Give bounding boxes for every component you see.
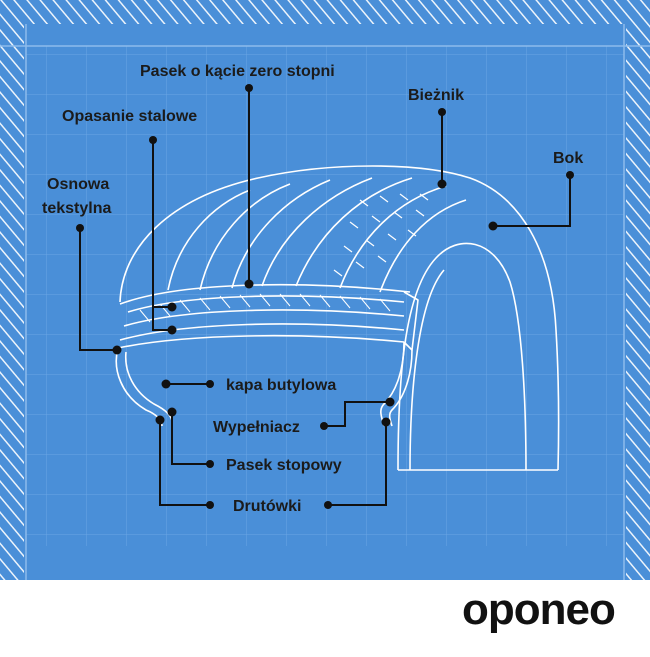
tread-groove-5 [295, 177, 413, 287]
leader-textile-carcass [79, 228, 117, 351]
label-textile-carcass-line1: Osnowa [47, 176, 109, 193]
tread-groove-1 [167, 189, 251, 291]
steel-belt-layer-bottom [123, 309, 405, 327]
oponeo-logo: oponeo [462, 585, 616, 634]
label-textile-carcass-line2: tekstylna [42, 200, 111, 217]
tread-groove-3 [231, 179, 331, 289]
label-butyl-liner: kapa butylowa [226, 377, 336, 394]
tread-groove-4 [261, 177, 373, 287]
leader-bead-strip [171, 412, 210, 465]
top-hatch-border [0, 0, 650, 24]
label-bead-filler: Wypełniacz [213, 419, 300, 436]
tire-drawing [115, 165, 560, 471]
label-bead-wires: Drutówki [233, 498, 301, 515]
label-sidewall: Bok [553, 150, 583, 167]
leader-lines [79, 88, 571, 506]
leader-bead-wires [159, 420, 210, 506]
right-sidewall-section [380, 341, 405, 427]
tread-groove-6 [339, 185, 447, 289]
label-steel-belts: Opasanie stalowe [62, 108, 197, 125]
tire-outer-silhouette [119, 165, 560, 471]
label-bead-strip: Pasek stopowy [226, 457, 342, 474]
right-hatch-border [626, 24, 650, 580]
inner-liner [117, 334, 405, 349]
label-tread: Bieżnik [408, 87, 464, 104]
label-zero-degree-belt: Pasek o kącie zero stopni [140, 63, 335, 80]
leader-steel-belts [152, 140, 172, 331]
leader-sidewall [493, 175, 571, 227]
tread-groove-2 [199, 183, 291, 291]
tire-blueprint-diagram: Pasek o kącie zero stopni Bieżnik Opasan… [0, 0, 650, 580]
leader-dots [76, 84, 574, 509]
leader-bead-filler [324, 401, 390, 427]
left-hatch-border [0, 24, 24, 580]
